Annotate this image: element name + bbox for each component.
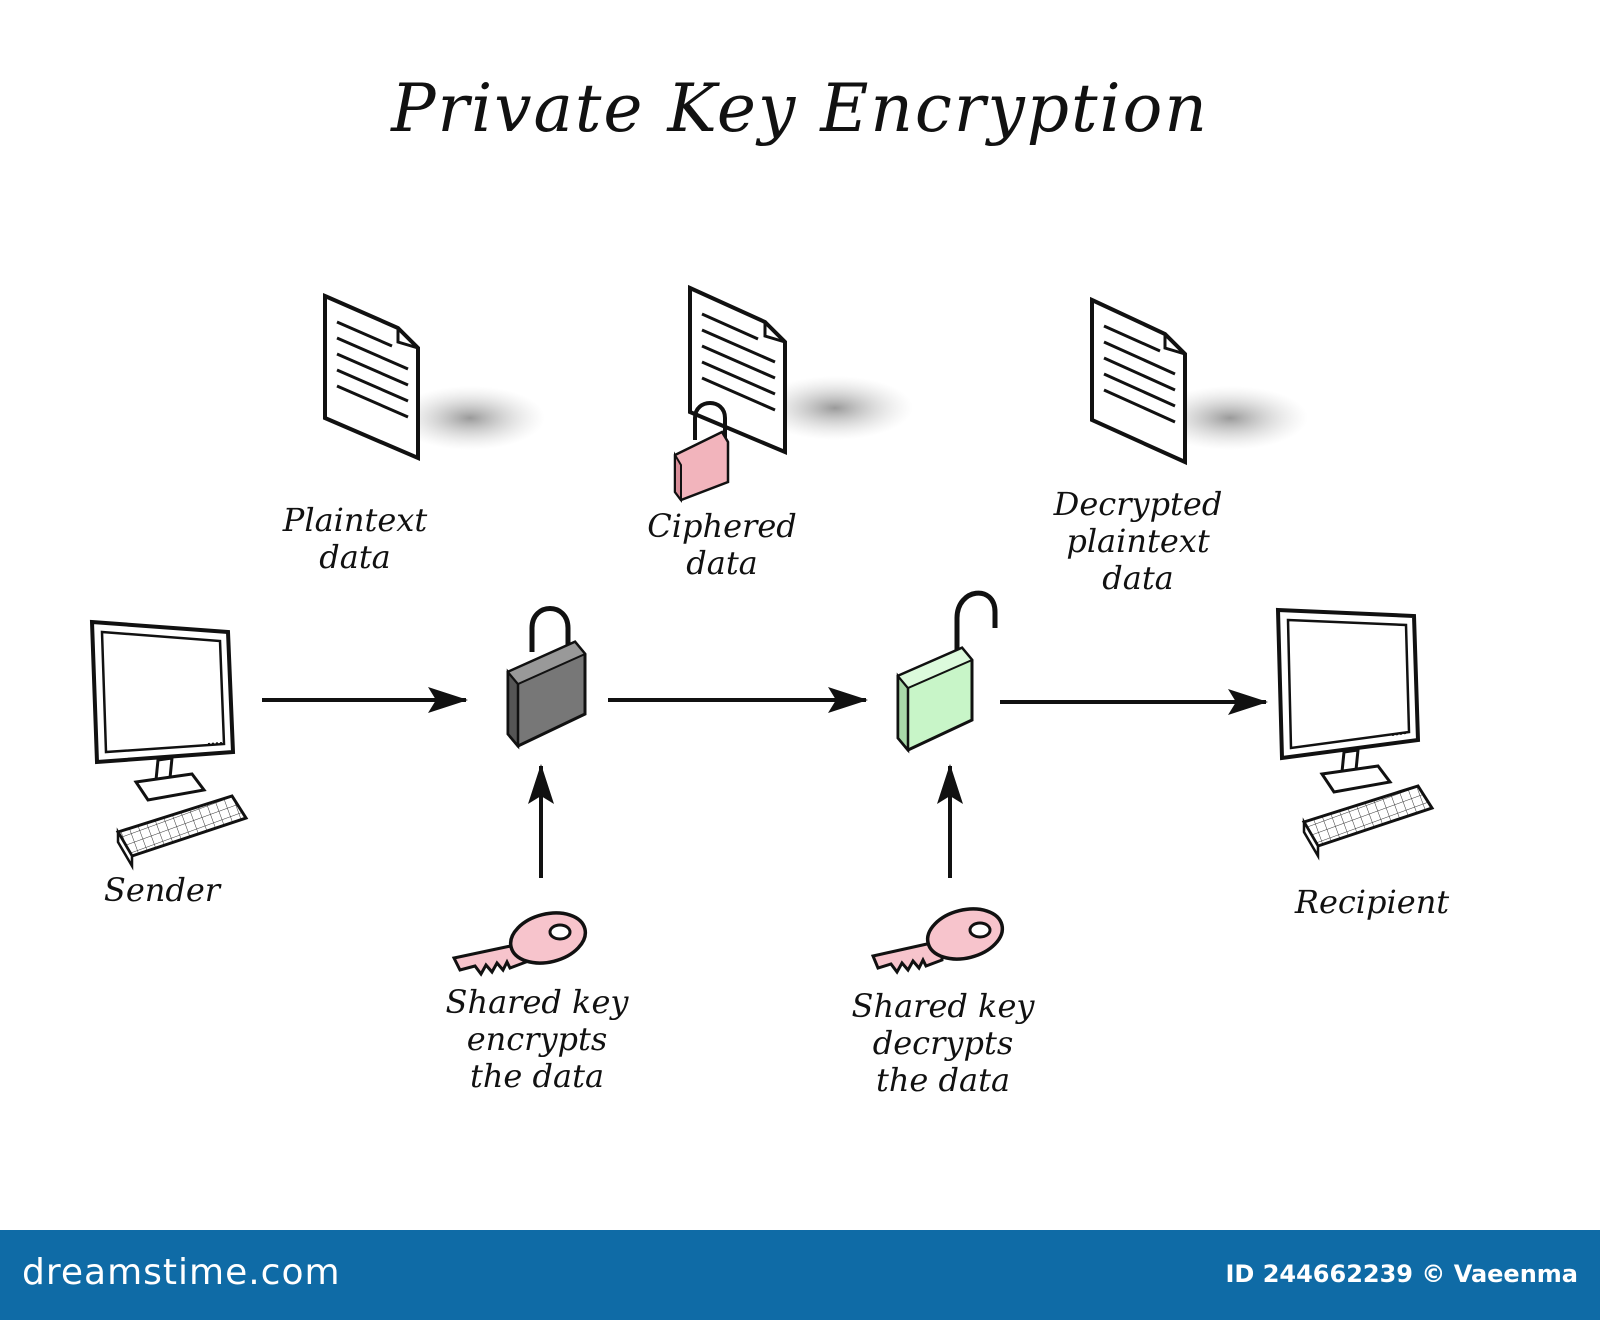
image-credit: ID 244662239 © Vaeenma <box>1225 1260 1578 1288</box>
plaintext-document-icon <box>323 292 545 462</box>
encrypt-key-icon <box>451 911 588 977</box>
locked-padlock-icon <box>506 606 587 750</box>
ciphered-document-icon <box>688 284 913 456</box>
ciphered-data-label: Ciphered data <box>647 507 797 582</box>
sender-label: Sender <box>103 871 221 909</box>
open-padlock-icon <box>896 590 998 754</box>
diagram-canvas <box>89 284 1435 977</box>
decrypted-data-label: Decrypted plaintext data <box>1053 485 1223 597</box>
decrypt-key-label: Shared key decrypts the data <box>851 987 1035 1099</box>
encrypt-key-label: Shared key encrypts the data <box>445 983 629 1095</box>
pink-padlock-icon <box>673 401 730 503</box>
diagram-title: Private Key Encryption <box>391 70 1209 147</box>
recipient-keyboard-icon <box>1301 784 1435 861</box>
plaintext-data-label: Plaintext data <box>282 501 428 576</box>
footer-bar: dreamstime.com ID 244662239 © Vaeenma <box>0 1230 1600 1320</box>
recipient-label: Recipient <box>1294 883 1450 921</box>
decrypted-document-icon <box>1090 296 1308 466</box>
sender-keyboard-icon <box>115 794 249 871</box>
recipient-monitor-icon <box>1275 607 1421 794</box>
decrypt-key-icon <box>870 907 1005 975</box>
sender-monitor-icon <box>89 619 236 802</box>
brand-logo: dreamstime.com <box>22 1252 341 1293</box>
